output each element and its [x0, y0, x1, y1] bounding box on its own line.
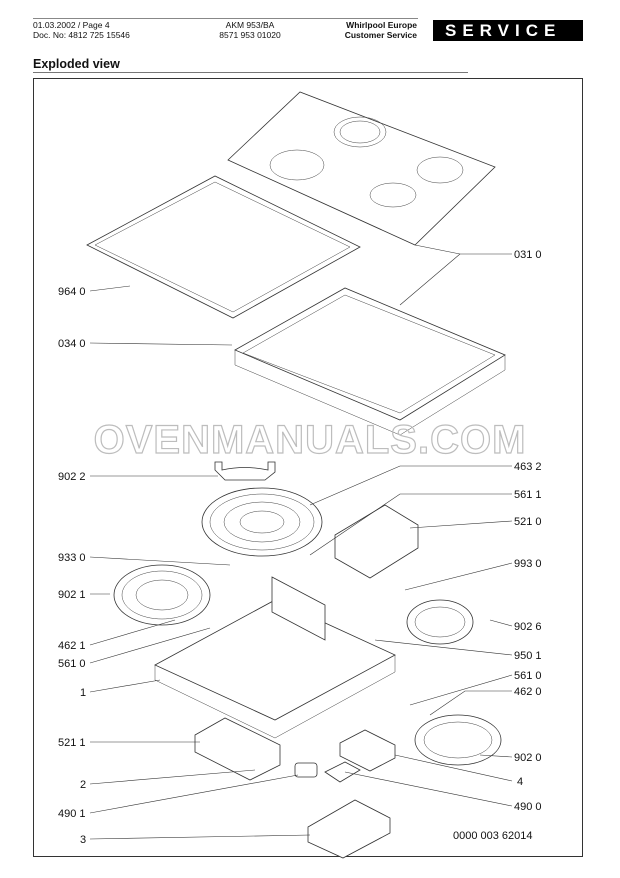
terminal-490-0 [324, 761, 361, 783]
callout-561-0-right: 561 0 [514, 670, 542, 682]
leader-lines [89, 244, 513, 840]
relay-box-4 [339, 729, 396, 772]
heating-element-902-1 [113, 564, 211, 626]
callout-521-1: 521 1 [58, 737, 86, 749]
electronics-521-1 [194, 717, 281, 781]
callout-034-0: 034 0 [58, 338, 86, 350]
header-right: Whirlpool Europe Customer Service [300, 20, 417, 40]
callout-2: 2 [80, 779, 86, 791]
header-center: AKM 953/BA 8571 953 01020 [200, 20, 300, 40]
cover-3 [307, 799, 391, 859]
drawing-number: 0000 003 62014 [453, 830, 533, 842]
heating-element-902-6 [406, 599, 474, 645]
hob-frame [234, 287, 506, 436]
callout-3: 3 [80, 834, 86, 846]
seal-gasket [86, 175, 361, 319]
callout-4: 4 [517, 776, 523, 788]
callout-993-0: 993 0 [514, 558, 542, 570]
callout-561-0: 561 0 [58, 658, 86, 670]
callout-902-1: 902 1 [58, 589, 86, 601]
drawing-frame [33, 78, 583, 857]
callout-463-2: 463 2 [514, 461, 542, 473]
date-page: 01.03.2002 / Page 4 [33, 20, 110, 30]
callout-964-0: 964 0 [58, 286, 86, 298]
callout-462-1: 462 1 [58, 640, 86, 652]
model: AKM 953/BA [225, 20, 275, 30]
callout-521-0: 521 0 [514, 516, 542, 528]
company: Whirlpool Europe [346, 20, 417, 30]
callout-031-0: 031 0 [514, 249, 542, 261]
callout-902-2: 902 2 [58, 471, 86, 483]
callout-1: 1 [80, 687, 86, 699]
title-rule [33, 72, 468, 73]
control-module-521-0 [334, 504, 419, 579]
callout-902-0: 902 0 [514, 752, 542, 764]
header-left: 01.03.2002 / Page 4 Doc. No: 4812 725 15… [33, 20, 130, 40]
callout-490-1: 490 1 [58, 808, 86, 820]
callout-462-0: 462 0 [514, 686, 542, 698]
callout-902-6: 902 6 [514, 621, 542, 633]
switch-490-1 [294, 762, 318, 778]
callout-561-1: 561 1 [514, 489, 542, 501]
heating-element-902-0 [414, 714, 502, 766]
glass-ceramic-top [227, 91, 496, 246]
department: Customer Service [344, 30, 417, 40]
heating-element-463-2 [201, 487, 323, 557]
service-badge: SERVICE [433, 20, 583, 41]
model-number: 8571 953 01020 [219, 30, 281, 40]
base-tray [154, 576, 396, 739]
callout-933-0: 933 0 [58, 552, 86, 564]
page-title: Exploded view [33, 57, 120, 71]
header-rule [33, 18, 418, 19]
watermark: OVENMANUALS.COM [94, 418, 527, 462]
callout-950-1: 950 1 [514, 650, 542, 662]
doc-number: Doc. No: 4812 725 15546 [33, 30, 130, 40]
bracket-902-2 [214, 461, 276, 481]
callout-490-0: 490 0 [514, 801, 542, 813]
